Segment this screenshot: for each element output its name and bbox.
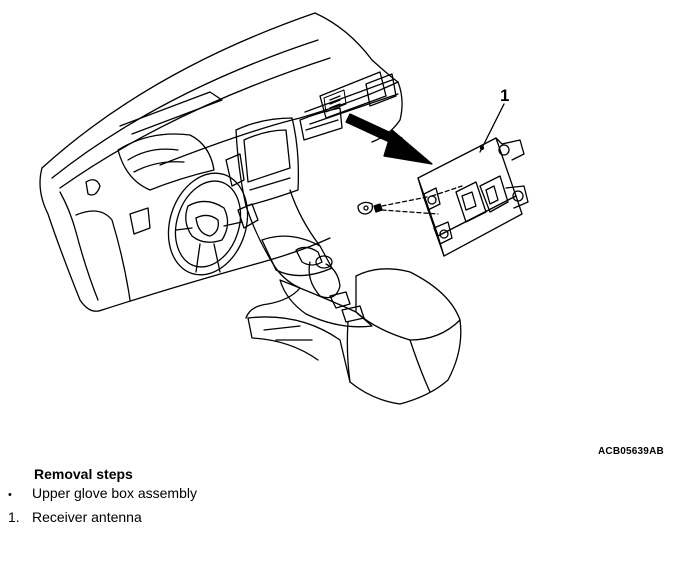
- step-marker: •: [8, 489, 12, 501]
- receiver-antenna: [417, 137, 529, 257]
- figure-id: ACB05639AB: [598, 446, 664, 457]
- callout-number: 1: [500, 86, 510, 105]
- step-label: Receiver antenna: [32, 509, 142, 525]
- callout-leader: [479, 103, 505, 153]
- step-label: Upper glove box assembly: [32, 485, 197, 501]
- removal-step: 1. Receiver antenna: [8, 509, 142, 525]
- center-console: [245, 189, 462, 405]
- direction-arrow: [345, 113, 433, 165]
- step-marker: 1.: [8, 509, 20, 525]
- dashboard-illustration: [39, 12, 529, 405]
- connector: [357, 185, 463, 215]
- dashboard-outline: [39, 12, 403, 312]
- removal-step: • Upper glove box assembly: [8, 485, 197, 501]
- removal-steps-title: Removal steps: [34, 466, 133, 482]
- steering-wheel: [167, 172, 259, 276]
